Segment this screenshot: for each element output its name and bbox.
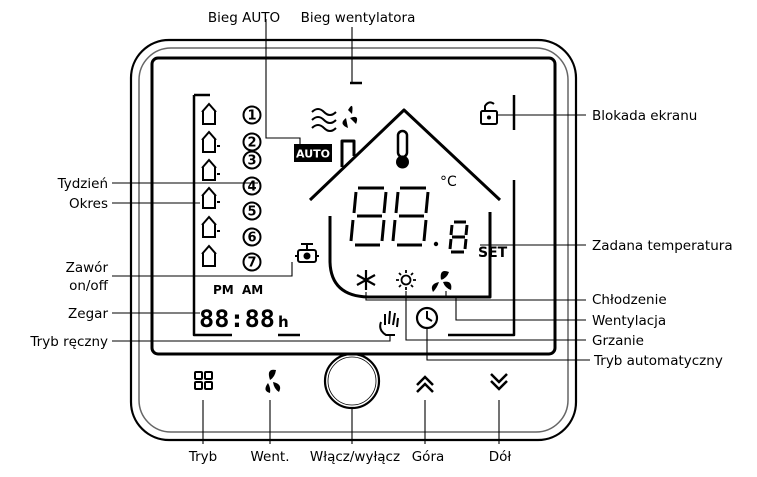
day-number-4: 4 [247, 180, 256, 195]
label-heating: Grzanie [592, 333, 644, 349]
set-indicator: SET [478, 245, 508, 261]
label-power-button: Włącz/wyłącz [310, 449, 400, 465]
clock-digits: 88:88 [199, 305, 275, 333]
fan-mode-icon [431, 271, 452, 292]
clock-icon [415, 306, 439, 330]
valve-icon [295, 243, 319, 263]
label-valve-2: on/off [69, 278, 109, 294]
day-numbers: 1 2 3 4 5 6 7 [242, 105, 262, 272]
label-ventilation: Wentylacja [592, 313, 666, 329]
snowflake-icon [356, 270, 376, 290]
label-fan-speed: Bieg wentylatora [301, 10, 416, 26]
label-clock: Zegar [68, 306, 108, 322]
day-number-6: 6 [247, 231, 256, 246]
leader-lines [112, 19, 590, 361]
label-set-temperature: Zadana temperatura [592, 238, 733, 254]
temperature-digits [349, 186, 469, 254]
label-auto-mode: Tryb automatyczny [593, 353, 723, 369]
label-cooling: Chłodzenie [592, 292, 667, 308]
day-number-1: 1 [247, 109, 256, 124]
label-manual-mode: Tryb ręczny [29, 334, 108, 350]
up-button[interactable] [416, 375, 434, 393]
celsius-unit: °C [440, 174, 457, 190]
am-indicator: AM [242, 283, 263, 297]
sun-icon [396, 270, 416, 290]
fan-button[interactable] [265, 369, 281, 393]
fan-speed-icon [342, 105, 358, 128]
auto-badge-text: AUTO [296, 148, 330, 161]
house-outline [308, 108, 502, 299]
air-waves-icon [311, 108, 337, 132]
label-mode-button: Tryb [188, 449, 217, 465]
down-button[interactable] [490, 373, 508, 391]
label-week: Tydzień [57, 176, 108, 192]
pm-indicator: PM [213, 283, 234, 297]
hours-unit: h [278, 313, 289, 331]
label-auto-speed: Bieg AUTO [208, 10, 280, 26]
label-fan-button: Went. [250, 449, 289, 465]
lock-icon [480, 101, 498, 125]
label-period: Okres [69, 196, 108, 212]
power-button[interactable] [323, 352, 381, 410]
label-down-button: Dół [489, 449, 512, 465]
mode-button[interactable] [194, 371, 213, 390]
label-up-button: Góra [412, 449, 445, 465]
device-outer-frame [129, 38, 578, 442]
device-inner-frame [138, 47, 569, 433]
period-house-icons [201, 102, 220, 267]
auto-badge [294, 144, 332, 162]
day-number-3: 3 [247, 154, 256, 169]
label-screen-lock: Blokada ekranu [592, 108, 697, 124]
screen-dashes [192, 81, 516, 337]
day-number-2: 2 [247, 136, 256, 151]
day-number-5: 5 [247, 205, 256, 220]
day-number-7: 7 [247, 256, 256, 271]
hand-icon [379, 310, 399, 336]
label-valve-1: Zawór [66, 260, 109, 276]
thermometer-icon [396, 129, 409, 169]
button-leader-lines [202, 400, 500, 444]
